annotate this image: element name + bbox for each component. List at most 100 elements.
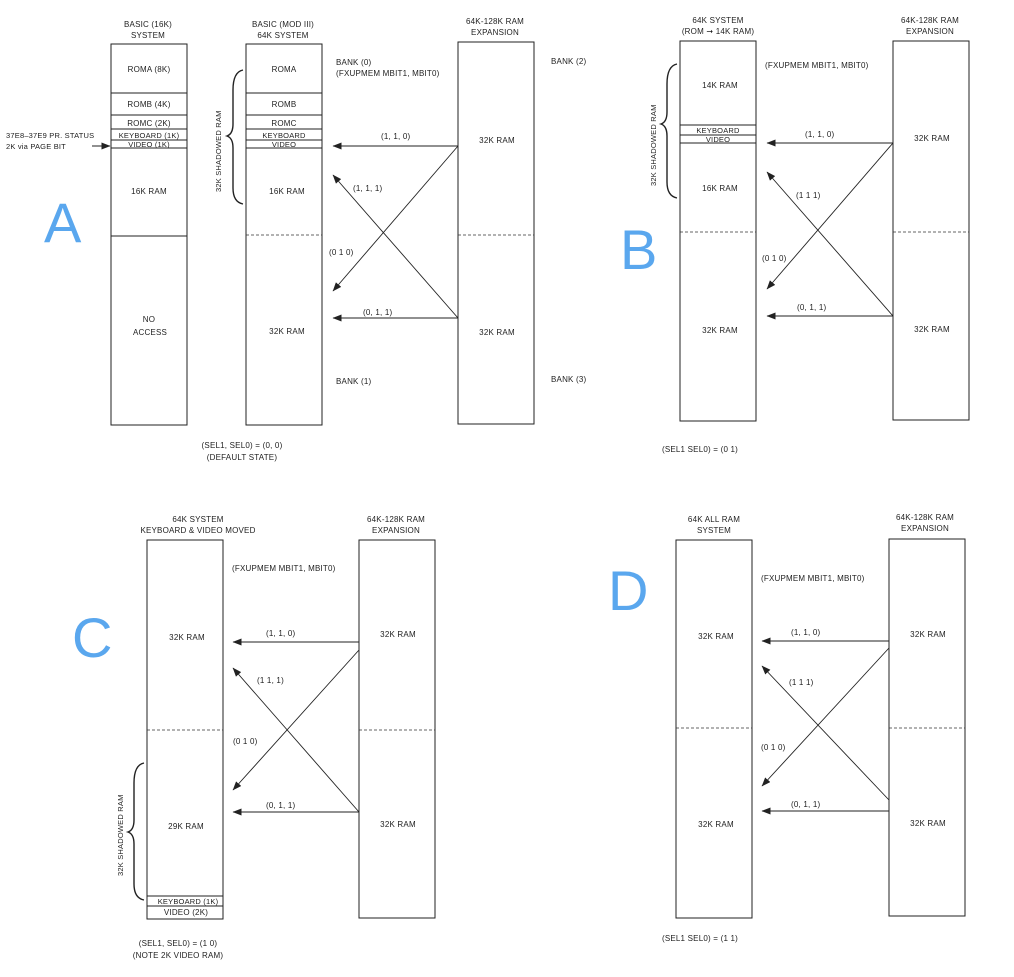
- a-arrow-110: (1, 1, 0): [381, 132, 411, 141]
- a-bank2: BANK (2): [551, 57, 587, 66]
- d-arrow-110: (1, 1, 0): [791, 628, 821, 637]
- c-exp-ram-bottom: 32K RAM: [380, 820, 416, 829]
- c-arrow-111: (1 1, 1): [257, 676, 284, 685]
- d-caption-1: (SEL1 SEL0) = (1 1): [662, 934, 738, 943]
- a-exp-column: [457, 41, 535, 425]
- a-fxupmem: (FXUPMEM MBIT1, MBIT0): [336, 69, 440, 78]
- a-arrow-111: (1, 1, 1): [353, 184, 383, 193]
- b-shadow-brace: [658, 63, 678, 199]
- a-mid-32k-ram: 32K RAM: [269, 327, 305, 336]
- a-shadow-brace: [224, 69, 244, 205]
- d-exp-ram-top: 32K RAM: [910, 630, 946, 639]
- c-fxupmem: (FXUPMEM MBIT1, MBIT0): [232, 564, 336, 573]
- c-arrow-110: (1, 1, 0): [266, 629, 296, 638]
- b-shadow-label: 32K SHADOWED RAM: [649, 104, 658, 186]
- c-exp-column: [358, 539, 436, 919]
- a-mid-romb: ROMB: [272, 100, 297, 109]
- c-sys-keyboard: KEYBOARD (1K): [158, 897, 219, 906]
- c-sys-29k-ram: 29K RAM: [168, 822, 204, 831]
- panel-b-letter: B: [620, 218, 657, 281]
- panel-b: B 64K SYSTEM (ROM ➞ 14K RAM) 14K RAM KEY…: [620, 16, 970, 454]
- a-exp-title-1: 64K-128K RAM: [466, 17, 524, 26]
- a-arrow-011: (0, 1, 1): [363, 308, 393, 317]
- b-sys-32k-ram: 32K RAM: [702, 326, 738, 335]
- panel-a: A BASIC (16K) SYSTEM ROMA (8K) ROMB (4K)…: [6, 17, 587, 462]
- a-left-title-2: SYSTEM: [131, 31, 165, 40]
- a-bank1: BANK (1): [336, 377, 372, 386]
- a-side-note-2: 2K via PAGE BIT: [6, 142, 66, 151]
- a-left-title-1: BASIC (16K): [124, 20, 172, 29]
- d-arrow-111: (1 1 1): [789, 678, 814, 687]
- a-left-romb: ROMB (4K): [127, 100, 170, 109]
- a-mid-keyboard: KEYBOARD: [262, 131, 306, 140]
- a-arrow-010: (0 1 0): [329, 248, 354, 257]
- c-exp-title-1: 64K-128K RAM: [367, 515, 425, 524]
- b-exp-title-1: 64K-128K RAM: [901, 16, 959, 25]
- a-mid-romc: ROMC: [271, 119, 296, 128]
- panel-d-letter: D: [608, 559, 648, 622]
- a-bank3: BANK (3): [551, 375, 587, 384]
- a-left-no: NO: [143, 315, 155, 324]
- a-exp-ram-bottom: 32K RAM: [479, 328, 515, 337]
- b-exp-title-2: EXPANSION: [906, 27, 954, 36]
- c-sys-title-2: KEYBOARD & VIDEO MOVED: [140, 526, 255, 535]
- b-sys-video: VIDEO: [706, 135, 730, 144]
- a-left-16k-ram: 16K RAM: [131, 187, 167, 196]
- b-sys-keyboard: KEYBOARD: [696, 126, 740, 135]
- c-shadow-brace: [125, 762, 145, 901]
- a-left-roma: ROMA (8K): [128, 65, 171, 74]
- a-mid-title-1: BASIC (MOD III): [252, 20, 314, 29]
- b-sys-title-1: 64K SYSTEM: [692, 16, 743, 25]
- c-caption-1: (SEL1, SEL0) = (1 0): [139, 939, 218, 948]
- c-sys-32k-ram: 32K RAM: [169, 633, 205, 642]
- d-sys-ram-bottom: 32K RAM: [698, 820, 734, 829]
- b-exp-ram-bottom: 32K RAM: [914, 325, 950, 334]
- a-mid-16k-ram: 16K RAM: [269, 187, 305, 196]
- d-sys-column: [675, 539, 753, 919]
- c-sys-column: [146, 539, 224, 920]
- c-shadow-label: 32K SHADOWED RAM: [116, 794, 125, 876]
- a-left-access: ACCESS: [133, 328, 167, 337]
- d-sys-title-1: 64K ALL RAM: [688, 515, 740, 524]
- a-exp-ram-top: 32K RAM: [479, 136, 515, 145]
- b-arrow-011: (0, 1, 1): [797, 303, 827, 312]
- a-left-video: VIDEO (1K): [128, 140, 170, 149]
- a-caption-1: (SEL1, SEL0) = (0, 0): [202, 441, 283, 450]
- d-arrow-011: (0, 1, 1): [791, 800, 821, 809]
- panel-a-letter: A: [44, 191, 82, 254]
- c-sys-video: VIDEO (2K): [164, 908, 208, 917]
- b-caption-1: (SEL1 SEL0) = (0 1): [662, 445, 738, 454]
- d-exp-title-2: EXPANSION: [901, 524, 949, 533]
- a-mid-roma: ROMA: [272, 65, 297, 74]
- b-sys-title-2: (ROM ➞ 14K RAM): [682, 27, 755, 36]
- a-left-keyboard: KEYBOARD (1K): [119, 131, 180, 140]
- d-sys-ram-top: 32K RAM: [698, 632, 734, 641]
- panel-c-letter: C: [72, 606, 112, 669]
- c-caption-2: (NOTE 2K VIDEO RAM): [133, 951, 224, 960]
- c-arrow-010: (0 1 0): [233, 737, 258, 746]
- a-left-romc: ROMC (2K): [127, 119, 171, 128]
- b-arrow-010: (0 1 0): [762, 254, 787, 263]
- a-mid-video: VIDEO: [272, 140, 296, 149]
- c-exp-ram-top: 32K RAM: [380, 630, 416, 639]
- c-arrow-011: (0, 1, 1): [266, 801, 296, 810]
- d-arrow-010: (0 1 0): [761, 743, 786, 752]
- d-exp-title-1: 64K-128K RAM: [896, 513, 954, 522]
- a-mid-column: [245, 43, 323, 426]
- b-sys-14k-ram: 14K RAM: [702, 81, 738, 90]
- d-exp-column: [888, 538, 966, 917]
- b-exp-ram-top: 32K RAM: [914, 134, 950, 143]
- b-arrow-110: (1, 1, 0): [805, 130, 835, 139]
- a-mid-title-2: 64K SYSTEM: [257, 31, 308, 40]
- a-bank0: BANK (0): [336, 58, 372, 67]
- d-fxupmem: (FXUPMEM MBIT1, MBIT0): [761, 574, 865, 583]
- a-side-note-1: 37E8–37E9 PR. STATUS: [6, 131, 94, 140]
- b-fxupmem: (FXUPMEM MBIT1, MBIT0): [765, 61, 869, 70]
- b-arrow-111: (1 1 1): [796, 191, 821, 200]
- c-exp-title-2: EXPANSION: [372, 526, 420, 535]
- d-sys-title-2: SYSTEM: [697, 526, 731, 535]
- b-sys-column: [679, 40, 757, 422]
- b-sys-16k-ram: 16K RAM: [702, 184, 738, 193]
- c-sys-title-1: 64K SYSTEM: [172, 515, 223, 524]
- a-caption-2: (DEFAULT STATE): [207, 453, 278, 462]
